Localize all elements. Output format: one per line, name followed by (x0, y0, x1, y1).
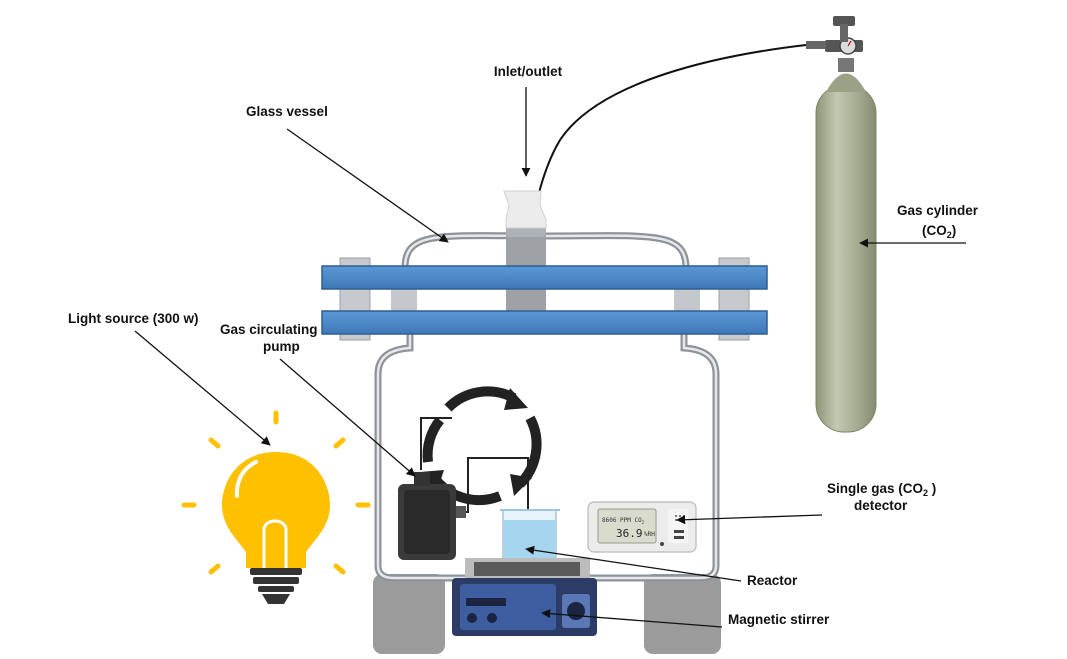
lower-flange-plate (321, 310, 768, 335)
reactor-beaker (500, 509, 560, 563)
gas-line-tube (532, 44, 807, 219)
light-bulb-icon (181, 410, 371, 604)
label-detector-line2: detector (854, 498, 908, 513)
label-inlet-outlet: Inlet/outlet (494, 64, 563, 79)
support-foot-left (373, 574, 445, 654)
label-gas-pump-line2: pump (263, 339, 300, 354)
detector-unit: %RH (644, 531, 655, 538)
co2-detector: 8606 PPM CO2 36.9 %RH (587, 501, 697, 553)
label-magnetic-stirrer: Magnetic stirrer (728, 612, 830, 627)
label-gas-cylinder: Gas cylinder (897, 203, 979, 218)
light-source-pointer (134, 330, 271, 446)
cylinder-valve-knob (833, 16, 855, 26)
inlet-outlet-port (503, 190, 547, 312)
support-foot-right (644, 574, 721, 654)
detector-pointer (676, 514, 823, 525)
label-glass-vessel: Glass vessel (246, 104, 328, 119)
stirrer-pointer (541, 609, 723, 628)
upper-flange-plate (321, 265, 768, 290)
pump-pointer (279, 358, 416, 477)
label-light-source: Light source (300 w) (68, 311, 199, 326)
reactor-pointer (525, 545, 742, 582)
label-detector-line1: Single gas (CO2 ) (827, 481, 936, 498)
magnetic-stirrer (452, 578, 597, 636)
label-gas-pump-line1: Gas circulating (220, 322, 318, 337)
detector-ppm-readout: 8606 PPM CO2 (602, 517, 645, 525)
label-reactor: Reactor (747, 573, 798, 588)
detector-value-readout: 36.9 (616, 527, 643, 540)
gas-cylinder (806, 16, 877, 433)
glass-vessel-pointer (286, 128, 449, 243)
gas-circulating-pump (398, 472, 466, 560)
label-gas-cylinder-formula: (CO2) (922, 223, 956, 240)
